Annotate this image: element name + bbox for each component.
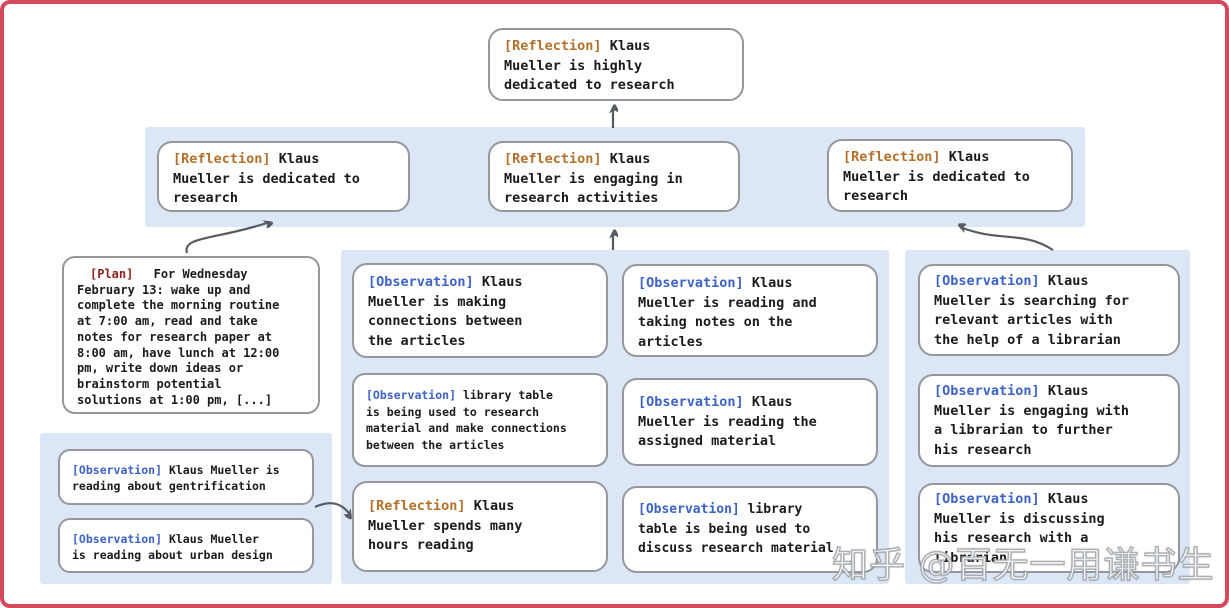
- node-text: Klaus Mueller spends many hours reading: [368, 498, 523, 553]
- node-text: library table is being used to research …: [366, 388, 567, 452]
- reflection-label: [Reflection]: [368, 498, 466, 514]
- node-text: Klaus Mueller is dedicated to research: [843, 149, 1030, 204]
- observation-label: [Observation]: [72, 532, 163, 546]
- observation-label: [Observation]: [638, 394, 744, 410]
- node-band-reflection-middle: [Reflection] Klaus Mueller is engaging i…: [488, 141, 740, 212]
- node-text: Klaus Mueller is engaging in research ac…: [504, 151, 683, 206]
- node-obs-assigned-material: [Observation] Klaus Mueller is reading t…: [622, 378, 878, 466]
- zhihu-watermark: 知乎 @百无一用谦书生: [831, 544, 1215, 587]
- observation-label: [Observation]: [934, 273, 1040, 289]
- observation-label: [Observation]: [638, 275, 744, 291]
- node-obs-gentrification: [Observation] Klaus Mueller is reading a…: [58, 449, 314, 505]
- node-obs-library-research: [Observation] library table is being use…: [352, 373, 608, 467]
- observation-label: [Observation]: [638, 502, 740, 517]
- node-text: Klaus Mueller is reading and taking note…: [638, 275, 817, 350]
- node-text: library table is being used to discuss r…: [638, 502, 834, 556]
- node-obs-discussing-librarian: [Observation] Klaus Mueller is discussin…: [918, 483, 1180, 573]
- plan-label: [Plan]: [90, 267, 134, 281]
- node-reflection-hours-reading: [Reflection] Klaus Mueller spends many h…: [352, 481, 608, 572]
- observation-label: [Observation]: [72, 463, 163, 477]
- node-band-reflection-right: [Reflection] Klaus Mueller is dedicated …: [827, 139, 1073, 212]
- node-text: Klaus Mueller is making connections betw…: [368, 274, 523, 349]
- reflection-label: [Reflection]: [843, 149, 941, 165]
- node-text: Klaus Mueller is reading about urban des…: [72, 532, 273, 562]
- reflection-label: [Reflection]: [173, 151, 271, 167]
- reflection-label: [Reflection]: [504, 151, 602, 167]
- node-text: Klaus Mueller is searching for relevant …: [934, 273, 1130, 348]
- node-obs-taking-notes: [Observation] Klaus Mueller is reading a…: [622, 264, 878, 357]
- observation-label: [Observation]: [368, 274, 474, 290]
- node-obs-library-discuss: [Observation] library table is being use…: [622, 486, 878, 573]
- node-text: Klaus Mueller is discussing his research…: [934, 491, 1105, 566]
- node-text: Klaus Mueller is highly dedicated to res…: [504, 38, 675, 93]
- node-band-reflection-left: [Reflection] Klaus Mueller is dedicated …: [157, 141, 410, 212]
- arrow-rightblock-to-right-reflection: [960, 227, 1054, 251]
- node-root-reflection: [Reflection] Klaus Mueller is highly ded…: [488, 28, 744, 101]
- reflection-label: [Reflection]: [504, 38, 602, 54]
- node-obs-urban-design: [Observation] Klaus Mueller is reading a…: [58, 518, 314, 573]
- node-plan: [Plan] For Wednesday February 13: wake u…: [62, 256, 320, 414]
- node-text: For Wednesday February 13: wake up and c…: [77, 267, 280, 407]
- observation-label: [Observation]: [366, 388, 457, 402]
- node-obs-searching-articles: [Observation] Klaus Mueller is searching…: [918, 264, 1180, 356]
- node-obs-making-connections: [Observation] Klaus Mueller is making co…: [352, 263, 608, 358]
- node-text: Klaus Mueller is reading about gentrific…: [72, 463, 280, 493]
- node-text: Klaus Mueller is engaging with a librari…: [934, 383, 1130, 458]
- observation-label: [Observation]: [934, 491, 1040, 507]
- observation-label: [Observation]: [934, 383, 1040, 399]
- node-text: Klaus Mueller is dedicated to research: [173, 151, 360, 206]
- node-text: Klaus Mueller is reading the assigned ma…: [638, 394, 817, 449]
- node-obs-engaging-librarian: [Observation] Klaus Mueller is engaging …: [918, 374, 1180, 467]
